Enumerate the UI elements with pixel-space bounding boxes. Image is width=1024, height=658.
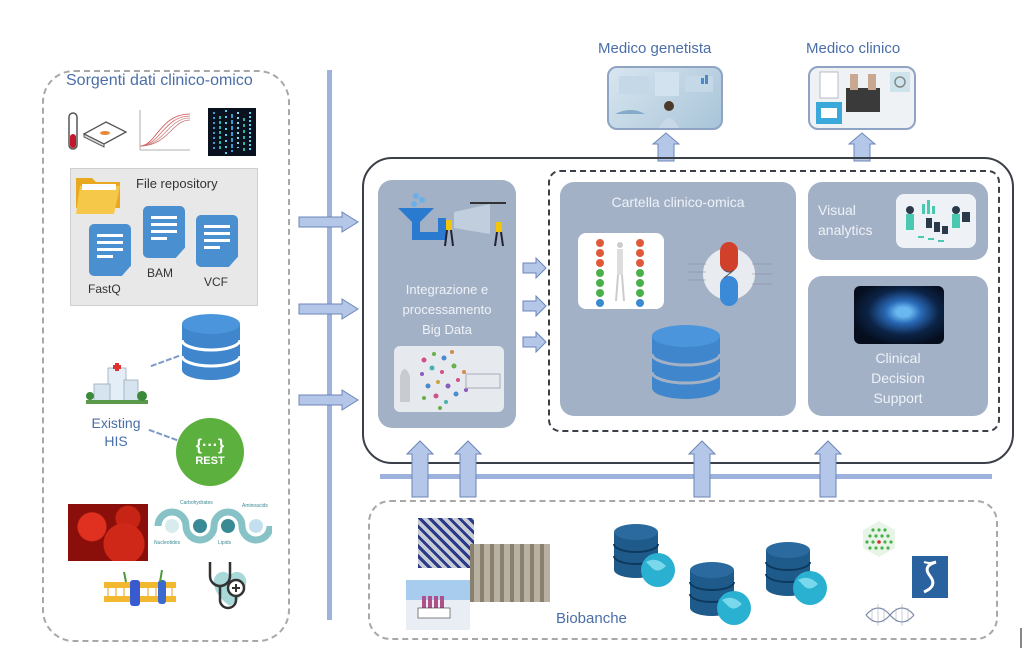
bam-file-icon (143, 206, 185, 258)
genome-s-logo (912, 556, 948, 598)
rest-label: REST (195, 455, 225, 467)
networked-database-icon (688, 560, 754, 628)
body-chart-image (578, 233, 664, 309)
carbohydrates-label: Carbohydrates (180, 500, 213, 506)
arrow-right-icon (522, 331, 547, 353)
clinician-image (808, 66, 916, 130)
visual-analytics-line2: analytics (818, 222, 873, 238)
arrow-up-icon (688, 440, 716, 498)
arrow-up-icon (454, 440, 482, 498)
clinical-decision-support-label: Clinical Decision Support (808, 348, 988, 408)
data-bus-horizontal (380, 474, 992, 479)
edge-marker (1020, 628, 1022, 648)
aminoacids-label: Aminoacids (242, 503, 268, 509)
vcf-file-icon (196, 215, 238, 267)
arrow-right-icon (298, 389, 359, 411)
test-tube-icon (66, 112, 80, 152)
arrow-up-icon (814, 440, 842, 498)
cell-membrane-image (100, 568, 180, 612)
database-icon (650, 324, 722, 400)
platform-container (362, 157, 1014, 464)
arrow-right-icon (298, 298, 359, 320)
geneticist-image (607, 66, 723, 130)
his-label-line2: HIS (104, 433, 128, 449)
integration-label-line2: processamento (402, 302, 492, 317)
arrow-right-icon (522, 257, 547, 279)
sequencing-gel-image (208, 108, 256, 156)
stethoscope-heart-icon (202, 556, 258, 614)
sources-title: Sorgenti dati clinico-omico (66, 72, 253, 89)
hexagon-dots-logo (862, 520, 896, 558)
database-icon (180, 314, 242, 382)
clinical-omics-services-group (548, 170, 1000, 432)
data-funnel-illustration (396, 190, 508, 254)
dna-helix-icon (864, 600, 916, 630)
integration-label-line1: Integrazione e (405, 282, 489, 297)
biobanks-label: Biobanche (556, 610, 627, 627)
visual-analytics-label: Visual analytics (818, 200, 872, 240)
nucleotides-label: Nucleotides (154, 540, 181, 546)
rest-braces-glyph: {···} (195, 437, 225, 454)
pharmacogenomics-capsule-image (684, 236, 774, 310)
cds-label-line1: Clinical (875, 350, 921, 366)
microarray-slide-icon (82, 118, 128, 148)
folder-icon (74, 172, 126, 216)
red-blood-cells-image (68, 504, 148, 561)
biobank-sample-tubes-image (406, 580, 470, 630)
fastq-label: FastQ (88, 282, 121, 296)
file-repository-title: File repository (136, 176, 218, 191)
integration-label: Integrazione e processamento Big Data (380, 280, 514, 340)
arrow-up-icon (406, 440, 434, 498)
geneticist-title: Medico genetista (598, 40, 712, 57)
integration-label-line3: Big Data (422, 322, 472, 337)
sources-panel (42, 70, 290, 642)
arrow-right-icon (298, 211, 359, 233)
lipids-label: Lipids (218, 540, 232, 546)
cds-label-line3: Support (873, 390, 923, 406)
ai-brain-image (854, 286, 944, 344)
omics-wave-diagram: Carbohydrates Aminoacids Nucleotides Lip… (154, 500, 274, 550)
hospital-icon (84, 362, 150, 406)
his-label-line1: Existing (91, 415, 141, 431)
vcf-label: VCF (204, 275, 228, 289)
arrow-right-icon (522, 295, 547, 317)
biobank-vials-image (418, 518, 474, 568)
cds-label-line2: Decision (871, 370, 925, 386)
clinician-title: Medico clinico (806, 40, 901, 57)
biobank-warehouse-image (470, 544, 550, 602)
pcr-curve-chart-image (136, 108, 192, 154)
clinical-omics-record-title: Cartella clinico-omica (611, 194, 745, 210)
networked-database-icon (764, 540, 830, 608)
data-bus-vertical (327, 70, 332, 620)
visual-analytics-illustration (896, 194, 976, 248)
big-data-scatter-image (394, 346, 504, 412)
his-label: Existing HIS (86, 414, 146, 450)
fastq-file-icon (89, 224, 131, 276)
biobanks-panel (368, 500, 998, 640)
visual-analytics-line1: Visual (818, 202, 856, 218)
rest-api-icon: {···} REST (176, 418, 244, 486)
bam-label: BAM (147, 266, 174, 280)
networked-database-icon (612, 522, 678, 590)
